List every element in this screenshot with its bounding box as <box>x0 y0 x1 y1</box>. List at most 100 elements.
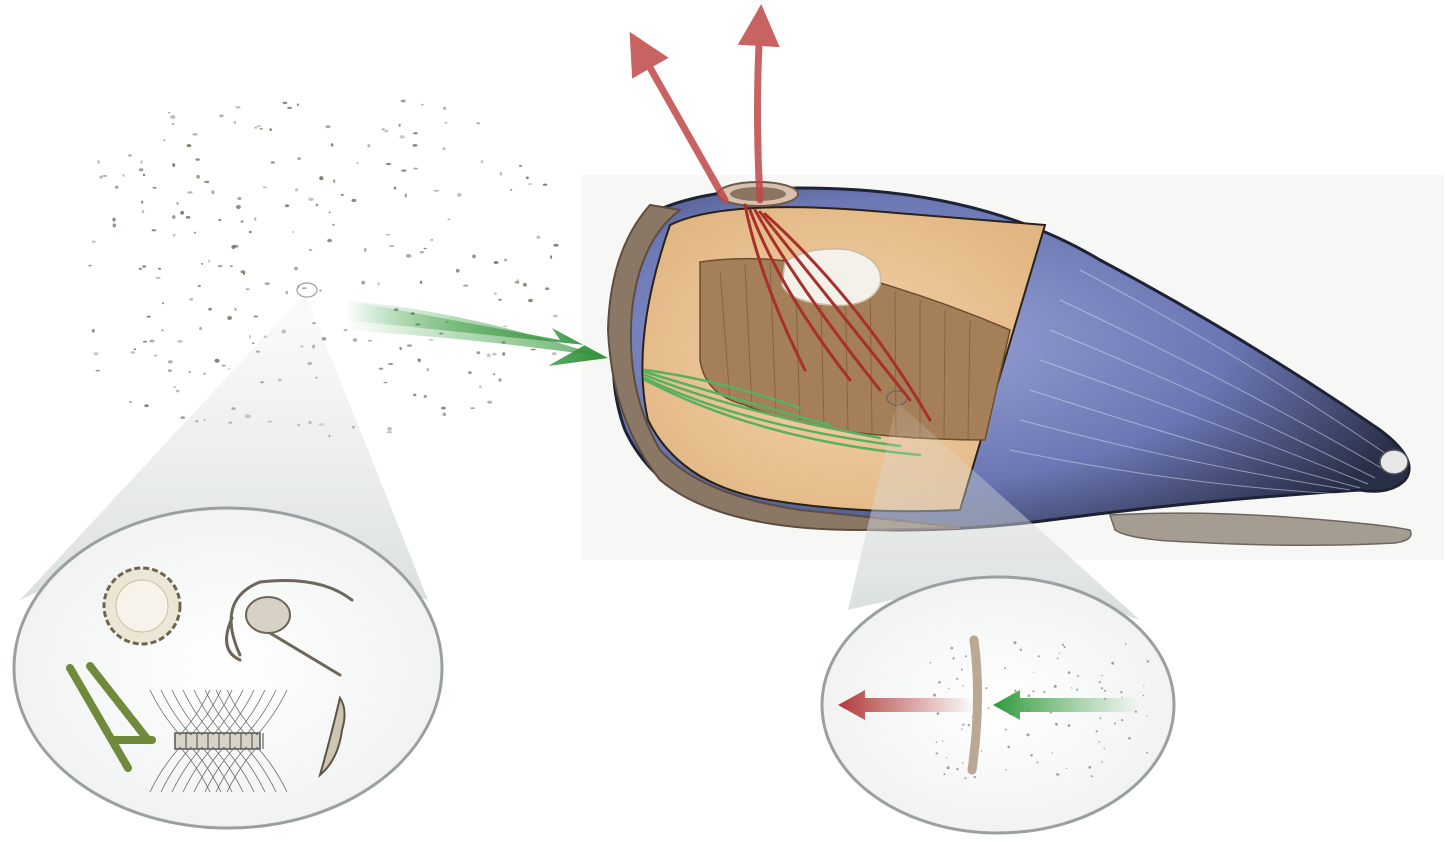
particle <box>494 293 497 295</box>
particle <box>1068 724 1071 727</box>
particle <box>113 224 117 228</box>
particle <box>203 373 205 375</box>
particle <box>1125 643 1127 645</box>
particle <box>196 175 200 179</box>
particle <box>531 349 536 351</box>
particle <box>421 104 424 106</box>
particle <box>102 175 107 177</box>
particle <box>173 234 176 237</box>
particle <box>218 265 221 267</box>
particle <box>543 184 547 186</box>
particle <box>286 291 289 295</box>
particle <box>383 382 387 384</box>
particle <box>218 219 221 221</box>
particle <box>536 236 540 239</box>
outflow-arrows <box>640 25 760 200</box>
particle <box>1038 655 1040 657</box>
particle <box>1033 672 1034 673</box>
particle <box>947 766 950 769</box>
particle <box>463 285 468 287</box>
particle <box>177 340 182 343</box>
particle <box>187 191 192 194</box>
particle <box>487 354 491 358</box>
particle <box>186 216 191 219</box>
particle <box>1122 697 1123 698</box>
particle <box>1147 660 1149 662</box>
particle <box>285 204 289 207</box>
particle <box>199 327 202 330</box>
particle <box>168 112 170 114</box>
particle <box>292 231 294 233</box>
particle <box>235 106 240 109</box>
particle <box>249 335 251 339</box>
particle <box>155 277 161 279</box>
particle <box>176 390 180 393</box>
particle <box>964 777 966 779</box>
particle <box>1146 752 1148 754</box>
particle <box>1120 691 1122 693</box>
particle <box>430 239 433 241</box>
particle <box>265 282 270 285</box>
particle <box>413 132 418 134</box>
particle <box>494 261 499 264</box>
particle <box>456 269 460 273</box>
particle <box>302 287 307 289</box>
particle <box>378 282 380 285</box>
particle <box>353 338 357 342</box>
particle <box>1062 644 1064 646</box>
particle <box>287 107 292 109</box>
particle <box>260 128 264 130</box>
particle <box>472 255 476 259</box>
particle <box>144 404 148 407</box>
particle <box>487 401 492 404</box>
particle <box>154 355 157 357</box>
particle <box>553 315 558 318</box>
particle <box>309 249 312 251</box>
particle <box>1020 649 1022 651</box>
particle <box>271 161 275 163</box>
particle <box>168 369 172 372</box>
particle <box>479 385 482 388</box>
particle <box>172 215 176 219</box>
particle <box>528 183 533 185</box>
particle <box>243 272 245 275</box>
particle <box>92 329 95 333</box>
particle <box>189 371 191 373</box>
particle <box>308 198 313 201</box>
particle <box>1014 641 1017 644</box>
particle <box>457 193 461 197</box>
particle <box>399 347 401 350</box>
particle <box>468 371 472 374</box>
particle <box>528 299 533 302</box>
particle <box>500 172 503 176</box>
particle <box>385 130 389 133</box>
particle <box>228 316 232 319</box>
particle <box>341 194 344 196</box>
particle <box>936 741 938 743</box>
particle <box>122 174 125 177</box>
particle <box>189 298 193 301</box>
particle <box>147 316 151 318</box>
particle <box>388 363 393 365</box>
particle <box>961 728 963 730</box>
shell-umbo <box>1380 450 1408 474</box>
particle <box>295 188 298 191</box>
particle <box>387 427 391 431</box>
particle <box>95 370 100 372</box>
particle <box>937 712 940 715</box>
particle <box>519 165 522 167</box>
particle <box>406 254 411 258</box>
particle <box>1102 675 1103 676</box>
particle <box>424 248 427 250</box>
particle <box>444 122 447 124</box>
particle <box>92 241 96 243</box>
particle <box>1111 662 1114 665</box>
particle <box>379 368 384 370</box>
particle <box>443 107 446 110</box>
particle <box>1043 691 1045 693</box>
particle <box>149 340 154 343</box>
particle <box>152 187 156 189</box>
particle <box>1088 766 1091 769</box>
particle <box>1076 689 1078 691</box>
inflow-arrow <box>345 300 608 366</box>
